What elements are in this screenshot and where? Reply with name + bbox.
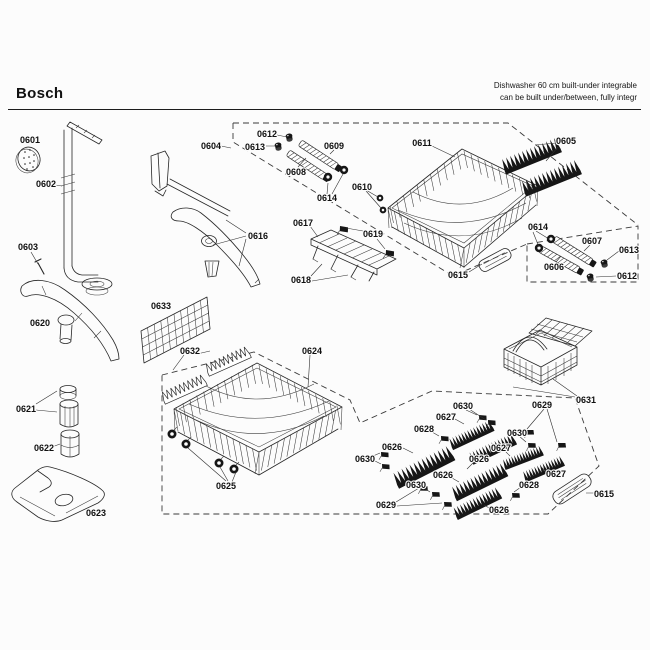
part-label-0613: 0613	[245, 142, 265, 152]
part-filter-insert-0621	[59, 385, 79, 428]
part-label-0630: 0630	[406, 480, 426, 490]
part-labels-layer: 0601 0602 0603 0604 0612 0613 0609 0608 0614 0610…	[15, 128, 640, 519]
part-label-0630: 0630	[453, 401, 473, 411]
part-label-0630: 0630	[355, 454, 375, 464]
part-label-0627: 0627	[546, 469, 566, 479]
part-label-0615: 0615	[594, 489, 614, 499]
part-basket-wheels-0625	[167, 426, 240, 474]
part-lower-basket-0624	[173, 362, 343, 476]
part-label-0623: 0623	[86, 508, 106, 518]
part-label-0622: 0622	[34, 443, 54, 453]
part-label-0619: 0619	[363, 229, 383, 239]
part-plate-rack-0605	[500, 137, 582, 197]
part-label-0626: 0626	[382, 442, 402, 452]
part-label-0612: 0612	[617, 271, 637, 281]
part-label-0632: 0632	[180, 346, 200, 356]
part-label-0625: 0625	[216, 481, 236, 491]
header-divider	[8, 109, 641, 110]
part-label-0633: 0633	[151, 301, 171, 311]
part-label-0617: 0617	[293, 218, 313, 228]
part-label-0627: 0627	[436, 412, 456, 422]
part-label-0612: 0612	[257, 129, 277, 139]
part-label-0601: 0601	[20, 135, 40, 145]
part-label-0626: 0626	[469, 454, 489, 464]
part-label-0626: 0626	[489, 505, 509, 515]
part-base-plate-0623	[11, 466, 105, 522]
part-label-0607: 0607	[582, 236, 602, 246]
part-label-0628: 0628	[414, 424, 434, 434]
part-tray-0615-upper	[478, 248, 512, 272]
part-comb-racks-lower	[376, 412, 568, 521]
part-label-0616: 0616	[248, 231, 268, 241]
part-label-0624: 0624	[302, 346, 322, 356]
part-label-0614: 0614	[317, 193, 337, 203]
part-screw-0603	[34, 258, 45, 275]
part-label-0630: 0630	[507, 428, 527, 438]
product-description-line1: Dishwasher 60 cm built-under integrable	[493, 81, 637, 90]
part-label-0611: 0611	[412, 138, 432, 148]
part-label-0602: 0602	[36, 179, 56, 189]
part-label-0618: 0618	[291, 275, 311, 285]
part-wire-rack-0633	[140, 296, 211, 364]
part-label-0626: 0626	[433, 470, 453, 480]
part-label-0620: 0620	[30, 318, 50, 328]
part-rack-insert-0632	[159, 345, 252, 405]
part-label-0628: 0628	[519, 480, 539, 490]
part-label-0629: 0629	[376, 500, 396, 510]
part-label-0614: 0614	[528, 222, 548, 232]
part-filter-disc-0601	[15, 146, 41, 174]
part-label-0627: 0627	[491, 443, 511, 453]
part-label-0605: 0605	[556, 136, 576, 146]
part-label-0604: 0604	[201, 141, 221, 151]
product-description-line2: can be built under/between, fully integr	[500, 92, 637, 102]
part-label-0615: 0615	[448, 270, 468, 280]
product-description: Dishwasher 60 cm built-under integrable …	[494, 80, 637, 103]
dashed-group-outlines	[161, 122, 639, 515]
part-tray-0615-lower	[552, 473, 592, 505]
leader-lines	[30, 134, 620, 510]
part-label-0631: 0631	[576, 395, 596, 405]
part-label-0606: 0606	[544, 262, 564, 272]
part-upper-spray-arm-0616	[150, 150, 261, 288]
part-label-0608: 0608	[286, 167, 306, 177]
part-label-0621: 0621	[16, 404, 36, 414]
brand-logo: Bosch	[16, 85, 64, 102]
part-cutlery-basket-0631	[503, 317, 593, 386]
part-label-0610: 0610	[352, 182, 372, 192]
part-label-0603: 0603	[18, 242, 38, 252]
part-lower-spray-arm-0620	[20, 280, 120, 362]
part-label-0613: 0613	[619, 245, 639, 255]
part-label-0609: 0609	[324, 141, 344, 151]
part-filter-cylinder-0622	[60, 429, 80, 458]
part-label-0629: 0629	[532, 400, 552, 410]
part-feed-pipe-0602	[60, 121, 113, 296]
part-cup-shelf-0617	[310, 224, 397, 282]
